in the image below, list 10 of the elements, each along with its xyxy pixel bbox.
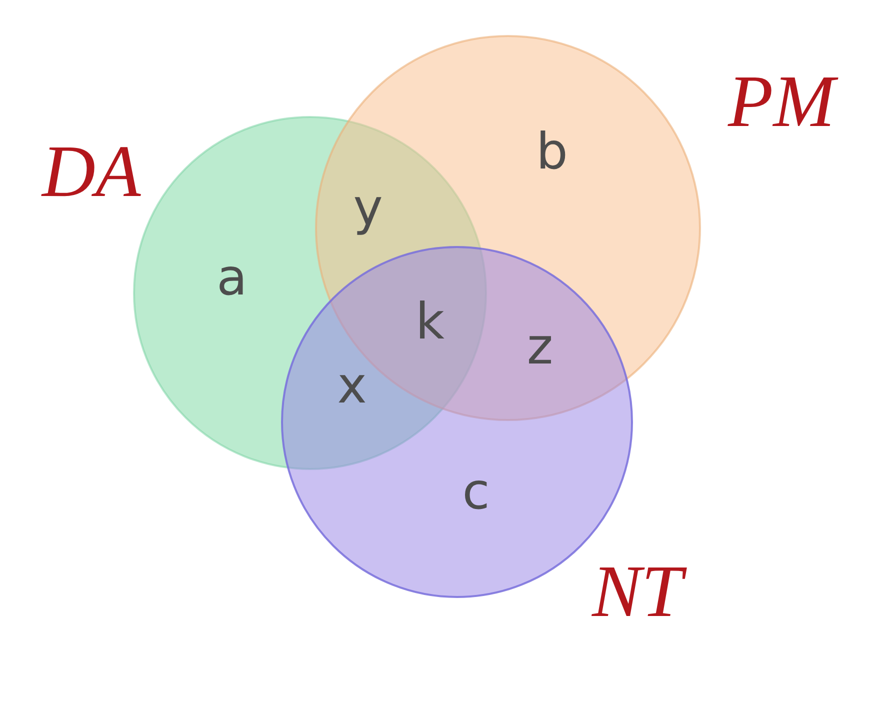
region-label: b xyxy=(536,124,568,180)
region-label: a xyxy=(216,250,248,306)
region-label: c xyxy=(462,464,490,520)
set-label: DA xyxy=(40,132,142,214)
region-label: y xyxy=(353,180,383,236)
region-label: z xyxy=(526,320,554,374)
region-label: k xyxy=(416,294,444,350)
set-label: PM xyxy=(720,62,847,144)
region-label: x xyxy=(337,358,367,414)
set-label: NT xyxy=(584,552,695,634)
